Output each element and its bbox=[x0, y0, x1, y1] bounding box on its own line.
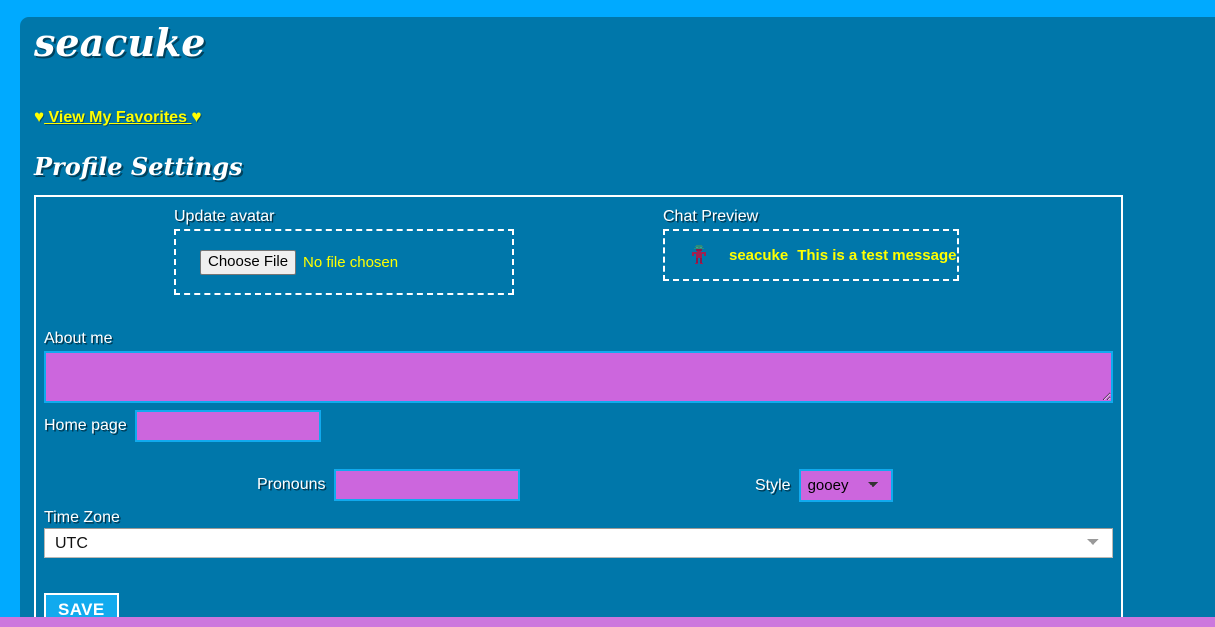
main-panel: seacuke ♥ View My Favorites ♥ Profile Se… bbox=[20, 17, 1215, 627]
chat-preview-block: Chat Preview bbox=[663, 209, 959, 281]
chat-preview-username: seacuke bbox=[729, 246, 789, 264]
style-label: Style bbox=[755, 476, 791, 494]
pixel-character-avatar-icon bbox=[692, 245, 706, 264]
heart-icon-left: ♥ bbox=[34, 107, 45, 126]
chat-preview-message: This is a test message bbox=[797, 246, 957, 264]
file-status-text: No file chosen bbox=[303, 253, 399, 271]
about-me-label: About me bbox=[44, 330, 113, 347]
favorites-link-row: ♥ View My Favorites ♥ bbox=[34, 108, 202, 126]
site-title: seacuke bbox=[34, 20, 206, 65]
avatar-upload-dropzone[interactable]: Choose File No file chosen bbox=[174, 229, 514, 295]
home-page-input[interactable] bbox=[134, 410, 321, 442]
about-me-textarea[interactable] bbox=[44, 351, 1113, 403]
time-zone-select[interactable]: UTC bbox=[44, 528, 1113, 558]
pronouns-row: Pronouns bbox=[257, 469, 520, 501]
chat-preview-box: seacuke This is a test message bbox=[663, 229, 959, 281]
heart-icon-right: ♥ bbox=[191, 107, 202, 126]
chat-preview-row: seacuke This is a test message bbox=[691, 244, 956, 266]
style-select[interactable]: gooey bbox=[798, 469, 893, 502]
update-avatar-label: Update avatar bbox=[174, 208, 275, 225]
pronouns-input[interactable] bbox=[333, 469, 520, 501]
home-page-row: Home page bbox=[44, 410, 321, 442]
chat-preview-label: Chat Preview bbox=[663, 208, 759, 225]
pronouns-label: Pronouns bbox=[257, 476, 326, 493]
choose-file-button[interactable]: Choose File bbox=[200, 249, 297, 275]
page-title: Profile Settings bbox=[34, 152, 243, 181]
style-row: Style gooey bbox=[755, 469, 893, 502]
profile-settings-form: Update avatar Choose File No file chosen… bbox=[34, 195, 1123, 627]
view-my-favorites-link[interactable]: View My Favorites bbox=[44, 109, 192, 126]
time-zone-label: Time Zone bbox=[44, 509, 120, 526]
bottom-accent-strip bbox=[0, 617, 1215, 627]
home-page-label: Home page bbox=[44, 417, 127, 434]
file-input-row: Choose File No file chosen bbox=[200, 249, 399, 275]
update-avatar-block: Update avatar Choose File No file chosen bbox=[174, 209, 514, 295]
top-fieldset-row: Update avatar Choose File No file chosen… bbox=[36, 197, 1121, 313]
